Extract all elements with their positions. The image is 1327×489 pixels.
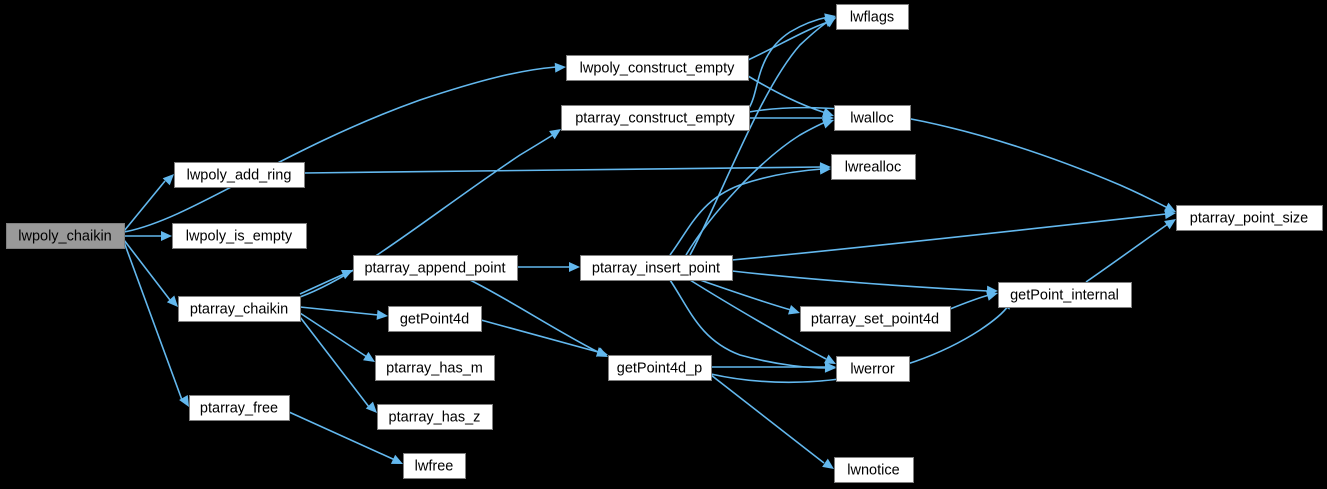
node-box-lwalloc[interactable] [834, 105, 911, 131]
node-box-ptarray_chaikin[interactable] [178, 296, 301, 322]
node-getPoint4d[interactable]: getPoint4d [388, 306, 482, 332]
node-box-lwpoly_chaikin[interactable] [6, 223, 125, 249]
node-box-lwfree[interactable] [403, 453, 466, 479]
node-ptarray_free[interactable]: ptarray_free [189, 395, 290, 421]
node-box-ptarray_append_point[interactable] [353, 255, 518, 281]
edge-ptarray_insert_point-to-lwalloc [685, 119, 834, 256]
node-box-ptarray_point_size[interactable] [1176, 205, 1323, 231]
node-lwpoly_is_empty[interactable]: lwpoly_is_empty [172, 223, 307, 249]
node-lwpoly_add_ring[interactable]: lwpoly_add_ring [174, 162, 305, 188]
edge-ptarray_insert_point-to-getPoint_internal [731, 270, 998, 296]
node-lwalloc[interactable]: lwalloc [834, 105, 911, 131]
node-ptarray_point_size[interactable]: ptarray_point_size [1176, 205, 1323, 231]
edges-layer [123, 13, 1176, 469]
node-ptarray_chaikin[interactable]: ptarray_chaikin [178, 296, 301, 322]
node-box-getPoint_internal[interactable] [998, 282, 1132, 308]
node-box-lwnotice[interactable] [834, 457, 914, 483]
edge-ptarray_set_point4d-to-getPoint_internal [949, 291, 998, 310]
node-ptarray_construct_empty[interactable]: ptarray_construct_empty [561, 105, 750, 131]
edge-ptarray_free-to-lwfree [288, 411, 403, 464]
edge-ptarray_construct_empty-to-lwalloc [749, 113, 834, 123]
edge-ptarray_chaikin-to-ptarray_append_point [299, 269, 353, 295]
edge-lwpoly_add_ring-to-lwrealloc [303, 162, 831, 174]
node-box-lwpoly_is_empty[interactable] [172, 223, 307, 249]
node-box-lwpoly_construct_empty[interactable] [566, 55, 749, 81]
node-ptarray_has_z[interactable]: ptarray_has_z [377, 404, 493, 430]
edge-ptarray_insert_point-to-lwrealloc [669, 164, 831, 256]
nodes-layer: lwpoly_chaikin lwpoly_add_ring lwpoly_is_e… [6, 4, 1323, 483]
node-getPoint4d_p[interactable]: getPoint4d_p [608, 355, 712, 381]
edge-getPoint_internal-to-ptarray_point_size [1085, 219, 1176, 283]
node-lwpoly_chaikin[interactable]: lwpoly_chaikin [6, 223, 125, 249]
node-lwfree[interactable]: lwfree [403, 453, 466, 479]
edge-getPoint4d_p-to-lwerror [711, 362, 836, 372]
node-box-ptarray_has_m[interactable] [375, 355, 495, 381]
edge-ptarray_chaikin-to-ptarray_construct_empty [299, 129, 561, 298]
edge-ptarray_chaikin-to-ptarray_has_z [299, 316, 377, 413]
node-box-getPoint4d_p[interactable] [608, 355, 712, 381]
node-ptarray_has_m[interactable]: ptarray_has_m [375, 355, 495, 381]
edge-lwpoly_chaikin-to-lwpoly_add_ring [123, 174, 174, 232]
node-box-lwflags[interactable] [836, 4, 909, 30]
node-lwflags[interactable]: lwflags [836, 4, 909, 30]
node-ptarray_append_point[interactable]: ptarray_append_point [353, 255, 518, 281]
edge-lwpoly_chaikin-to-lwpoly_construct_empty [123, 62, 566, 233]
node-lwnotice[interactable]: lwnotice [834, 457, 914, 483]
node-lwpoly_construct_empty[interactable]: lwpoly_construct_empty [566, 55, 749, 81]
node-lwerror[interactable]: lwerror [836, 356, 910, 382]
edge-ptarray_insert_point-to-lwflags [689, 17, 836, 256]
node-box-ptarray_insert_point[interactable] [580, 255, 733, 281]
node-box-lwerror[interactable] [836, 356, 910, 382]
edge-ptarray_insert_point-to-ptarray_set_point4d [699, 279, 800, 315]
node-box-ptarray_has_z[interactable] [377, 404, 493, 430]
edge-ptarray_construct_empty-to-ptarray_point_size [748, 106, 1176, 212]
node-box-ptarray_set_point4d[interactable] [800, 306, 951, 332]
node-box-lwrealloc[interactable] [831, 154, 916, 180]
node-box-ptarray_construct_empty[interactable] [561, 105, 750, 131]
node-box-lwpoly_add_ring[interactable] [174, 162, 305, 188]
edge-lwpoly_chaikin-to-lwpoly_is_empty [124, 231, 172, 241]
edge-lwpoly_chaikin-to-ptarray_free [123, 241, 189, 407]
edge-lwpoly_chaikin-to-ptarray_chaikin [123, 239, 178, 307]
node-box-ptarray_free[interactable] [189, 395, 290, 421]
edge-ptarray_construct_empty-to-lwflags [748, 13, 836, 109]
edge-ptarray_insert_point-to-ptarray_point_size [731, 209, 1176, 261]
node-ptarray_insert_point[interactable]: ptarray_insert_point [580, 255, 733, 281]
edge-ptarray_append_point-to-ptarray_insert_point [517, 262, 580, 272]
node-box-getPoint4d[interactable] [388, 306, 482, 332]
edge-ptarray_chaikin-to-ptarray_has_m [299, 312, 375, 362]
edge-ptarray_chaikin-to-getPoint4d [299, 306, 388, 320]
edge-ptarray_append_point-to-getPoint4d_p [469, 279, 608, 357]
edge-getPoint4d_p-to-lwnotice [710, 374, 834, 469]
edge-ptarray_insert_point-to-lwerror [689, 279, 836, 364]
node-getPoint_internal[interactable]: getPoint_internal [998, 282, 1132, 308]
node-lwrealloc[interactable]: lwrealloc [831, 154, 916, 180]
edge-getPoint4d-to-getPoint4d_p [480, 319, 608, 357]
node-ptarray_set_point4d[interactable]: ptarray_set_point4d [800, 306, 951, 332]
